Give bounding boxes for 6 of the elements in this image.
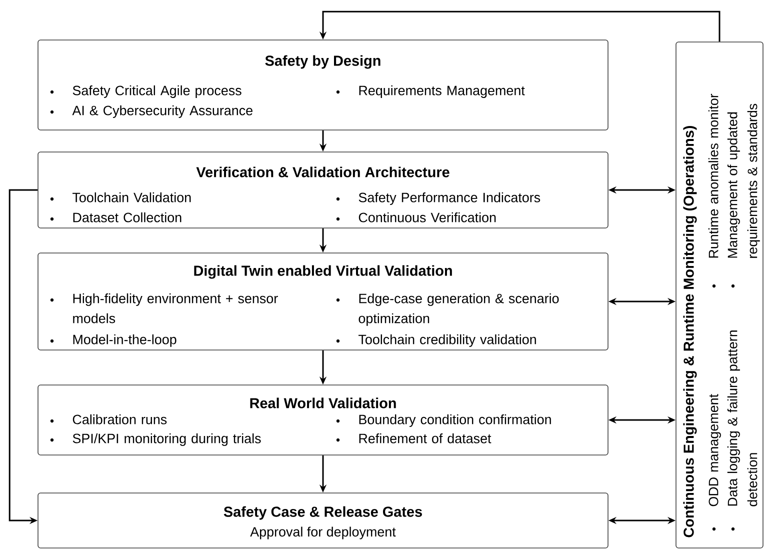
process-box: Safety by Design Safety Critical Agile process Requirements Management AI & Cybersecurity Assurance [38, 40, 608, 130]
process-box: Verification & Validation Architecture Toolchain Validation Safety Performance Indicators Dataset Collection Continuous Verification [38, 152, 608, 228]
process-box: Safety Case & Release Gates Approval for deployment [38, 492, 608, 548]
process-box: Digital Twin enabled Virtual Validation High-fidelity environment + sensor models Edge-case generation & scenario optimization Model-in-the-loop Toolchain credibility validation [38, 252, 608, 350]
side-panel: Continuous Engineering & Runtime Monitoring (Operations) ODD management Runtime anomalies monitor Data logging & failure pattern detection Management of updated requirements & standards [676, 42, 764, 548]
process-box: Real World Validation Calibration runs Boundary condition confirmation SPI/KPI monitoring during trials Refinement of dataset [38, 384, 608, 456]
